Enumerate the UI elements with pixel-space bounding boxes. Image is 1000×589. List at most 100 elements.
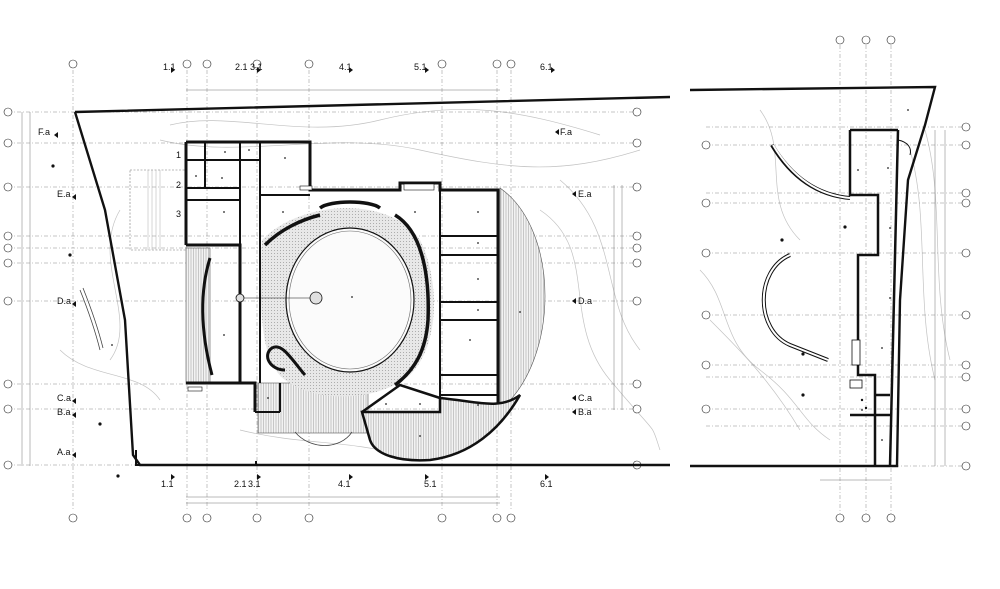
top-axis-labels: 1.1 2.1 3.1 4.1 5.1 6.1 (163, 62, 553, 72)
central-hall (285, 227, 415, 373)
top-axis-label-6: 6.1 (540, 62, 553, 72)
grid-bubble (252, 513, 262, 523)
grid-bubble (437, 59, 447, 69)
top-axis-label-2: 2.1 (235, 62, 248, 72)
patio-hatch-right (499, 187, 546, 411)
grid-bubble (3, 296, 13, 306)
grid-bubble (701, 248, 711, 258)
right-axis-label-ca: C.a (578, 393, 592, 403)
room-tag-marker (889, 227, 891, 229)
dimension-strings (21, 89, 946, 504)
grid-bubble (961, 198, 971, 208)
grid-bubble (437, 513, 447, 523)
stair-number-2: 2 (176, 180, 181, 190)
grid-bubble (701, 198, 711, 208)
room-tag-marker (223, 211, 225, 213)
top-axis-label-3: 3.1 (250, 62, 263, 72)
grid-bubble (68, 513, 78, 523)
grid-bubble (304, 59, 314, 69)
room-tag-marker (477, 211, 479, 213)
grid-bubble (835, 35, 845, 45)
room-tag-marker (267, 397, 269, 399)
room-tag-marker (477, 242, 479, 244)
grid-bubble (961, 122, 971, 132)
grid-bubble (961, 461, 971, 471)
grid-bubble (861, 513, 871, 523)
left-axis-label-da: D.a (57, 296, 71, 306)
side-site-boundary (689, 85, 937, 468)
room-tag-marker (195, 175, 197, 177)
bottom-axis-label-2: 2.1 (234, 479, 247, 489)
left-axis-label-aa: A.a (57, 447, 71, 457)
terrain-contours (59, 109, 951, 456)
grid-bubble (3, 231, 13, 241)
axis-triangle-markers (54, 67, 576, 480)
room-tag-marker (223, 334, 225, 336)
grid-bubble (304, 513, 314, 523)
bottom-axis-label-3: 3.1 (248, 479, 261, 489)
grid-bubble (632, 243, 642, 253)
stair-number-1: 1 (176, 150, 181, 160)
grid-bubble (961, 310, 971, 320)
grid-bubble (632, 296, 642, 306)
grid-bubble (3, 379, 13, 389)
room-tag-marker (221, 177, 223, 179)
grid-bubble (632, 404, 642, 414)
stair-number-3: 3 (176, 209, 181, 219)
grid-bubble (632, 138, 642, 148)
grid-bubble (3, 182, 13, 192)
right-axis-label-da: D.a (578, 296, 592, 306)
room-tag-marker (881, 347, 883, 349)
secondary-floor-plan (689, 85, 937, 468)
grid-bubble (961, 188, 971, 198)
grid-bubble (506, 59, 516, 69)
grid-bubble (182, 59, 192, 69)
room-tag-marker (469, 339, 471, 341)
grid-bubble (3, 107, 13, 117)
grid-bubble (3, 404, 13, 414)
curved-walkway-upper (770, 143, 851, 200)
left-axis-labels: F.a E.a D.a C.a B.a A.a (38, 127, 71, 457)
grid-bubble (835, 513, 845, 523)
room-tag-marker (351, 296, 353, 298)
grid-bubble (701, 310, 711, 320)
grid-bubble (632, 231, 642, 241)
grid-bubble (632, 379, 642, 389)
grid-bubble (182, 513, 192, 523)
grid-bubble (3, 138, 13, 148)
curved-walkway-lower (761, 253, 829, 362)
right-axis-label-fa: F.a (560, 127, 572, 137)
grid-bubble (961, 360, 971, 370)
left-axis-label-ea: E.a (57, 189, 71, 199)
top-axis-label-5: 5.1 (414, 62, 427, 72)
grid-bubble (632, 107, 642, 117)
room-tag-marker (861, 409, 863, 411)
grid-lines (8, 45, 966, 515)
grid-bubble (202, 59, 212, 69)
grid-bubble (492, 513, 502, 523)
room-tag-marker (887, 167, 889, 169)
room-tag-marker (224, 151, 226, 153)
room-tag-marker (477, 278, 479, 280)
grid-bubble (701, 360, 711, 370)
grid-bubble (3, 243, 13, 253)
grid-bubble (961, 140, 971, 150)
grid-bubble (632, 182, 642, 192)
bottom-axis-label-1: 1.1 (161, 479, 174, 489)
grid-bubble (506, 513, 516, 523)
room-tag-marker (477, 309, 479, 311)
bottom-axis-labels: 1.1 2.1 3.1 4.1 5.1 6.1 (161, 479, 553, 489)
right-axis-label-ba: B.a (578, 407, 592, 417)
room-tag-marker (889, 297, 891, 299)
room-tag-marker (282, 211, 284, 213)
grid-bubble (632, 258, 642, 268)
room-tag-marker (419, 435, 421, 437)
grid-bubble (886, 513, 896, 523)
left-axis-label-fa: F.a (38, 127, 50, 137)
main-floor-plan: 1 2 3 (51, 95, 909, 478)
room-tag-marker (477, 404, 479, 406)
grid-bubble (886, 35, 896, 45)
bottom-axis-label-4: 4.1 (338, 479, 351, 489)
room-tag-marker (907, 109, 909, 111)
